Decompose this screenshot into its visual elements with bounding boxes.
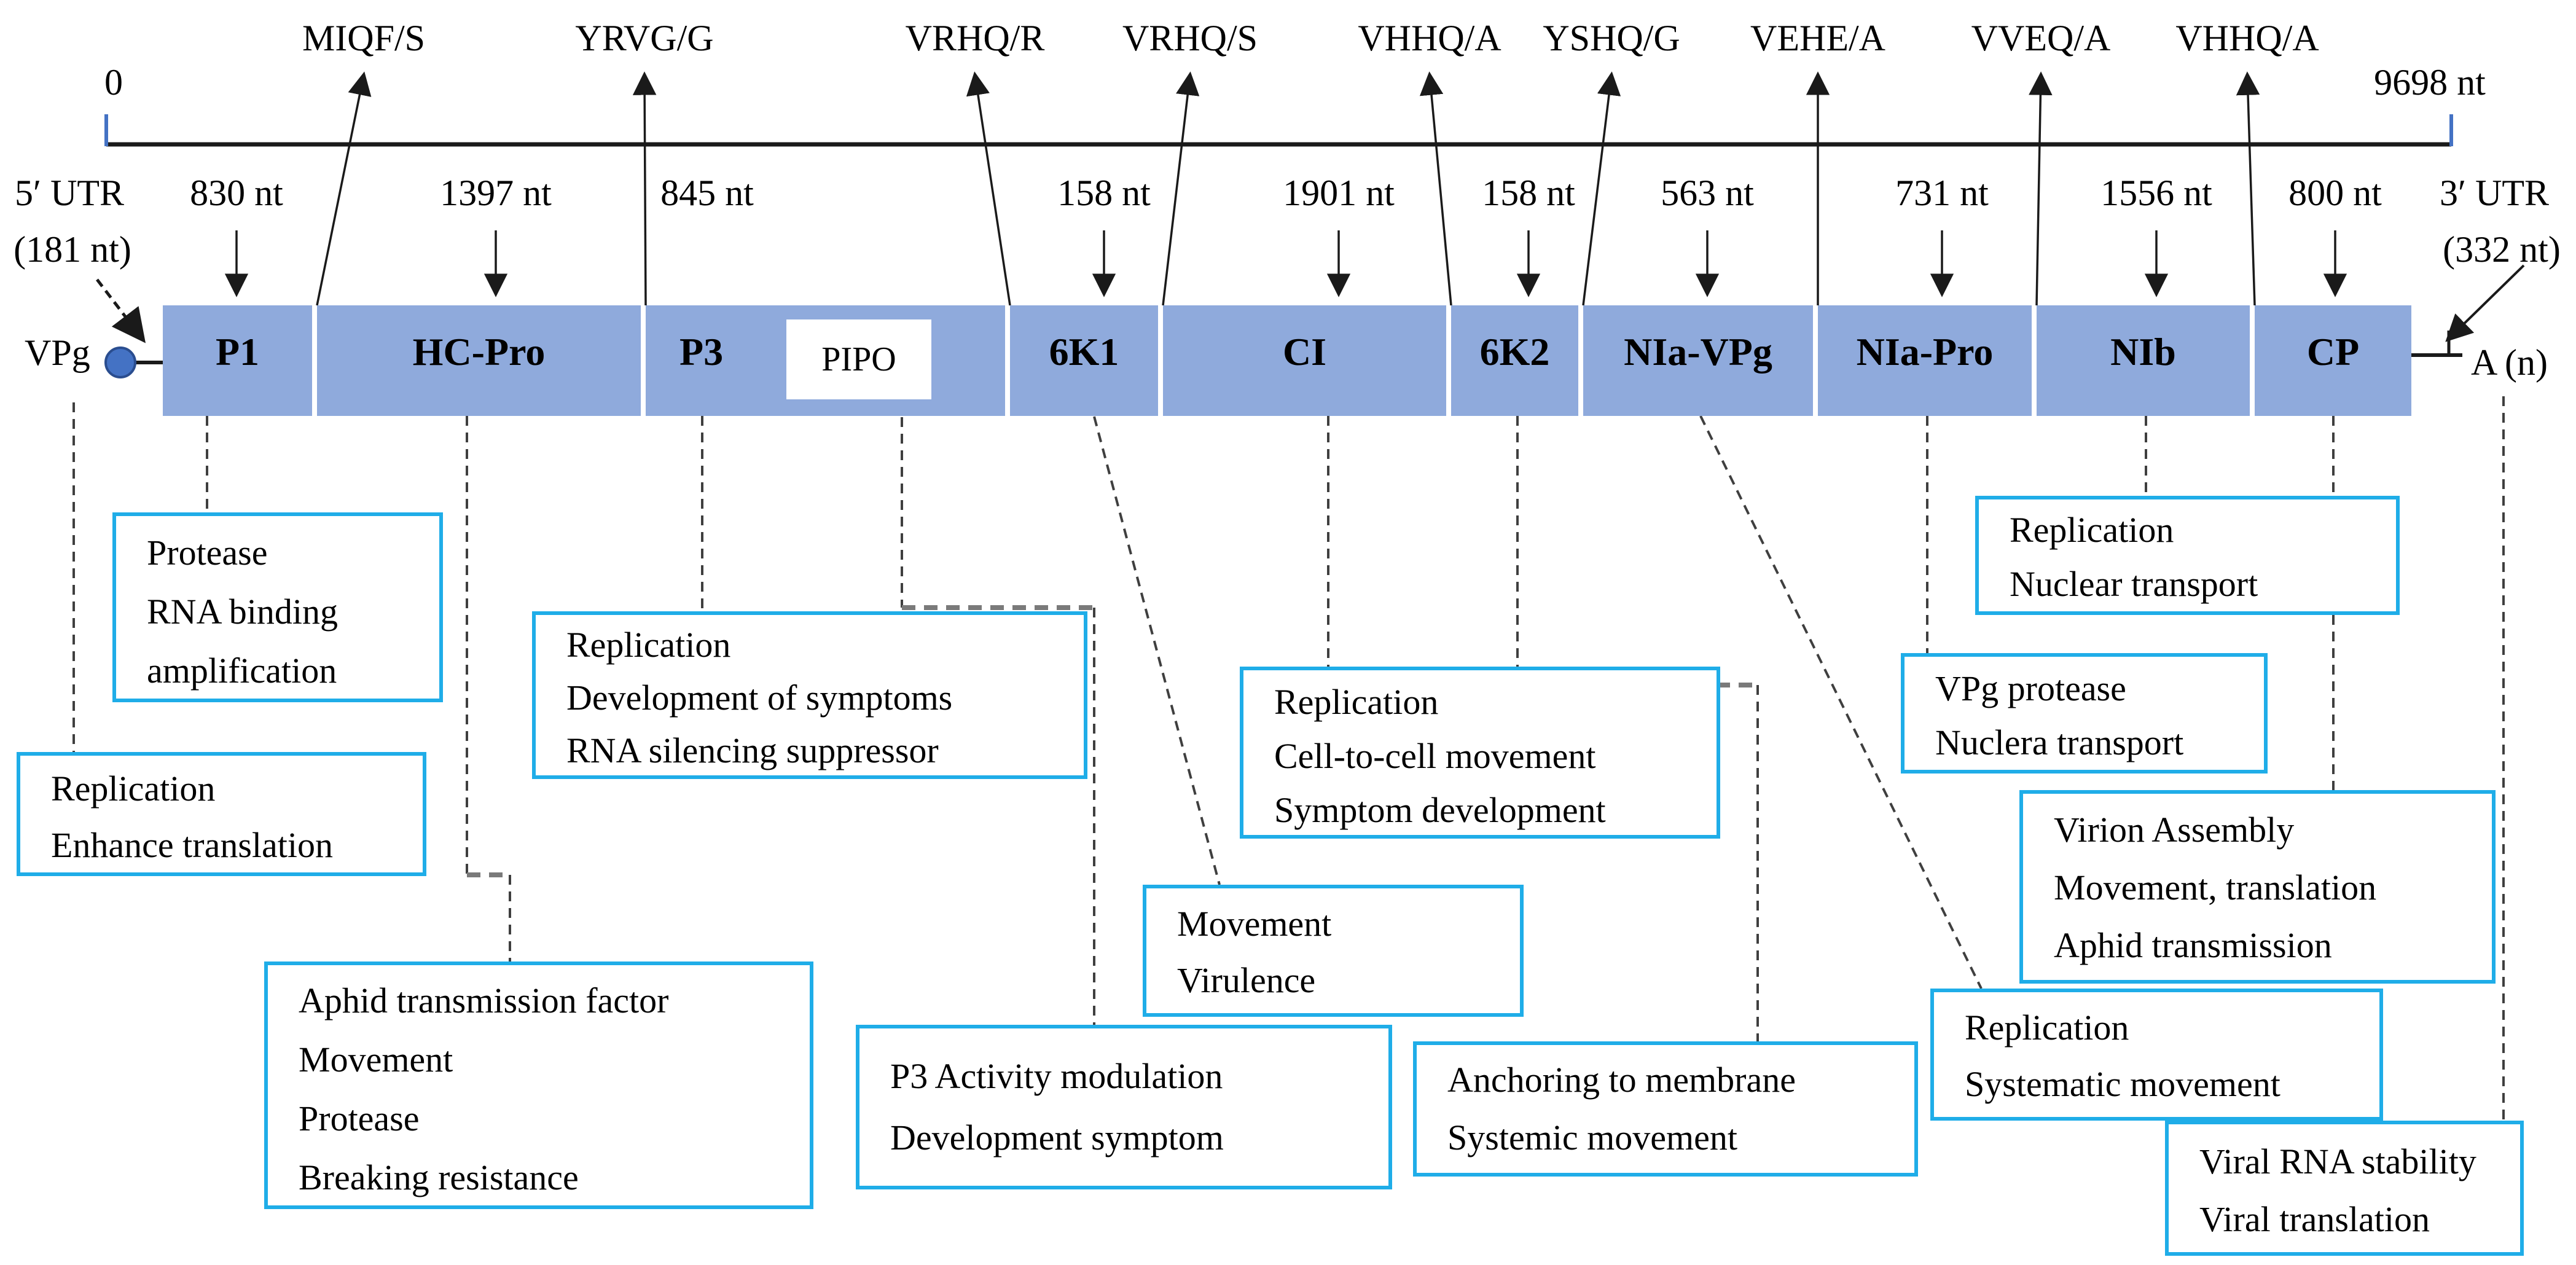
utr3-arrow — [2445, 264, 2525, 342]
segment-hcpro: HC-Pro — [317, 305, 641, 416]
segment-ci: CI — [1163, 305, 1446, 416]
segment-size-label: 158 nt — [1057, 173, 1151, 213]
function-box-6k2: Anchoring to membrane Systemic movement — [1413, 1041, 1918, 1177]
connector-niavpg — [1699, 415, 1983, 989]
segment-nia-vpg: NIa-VPg — [1583, 305, 1813, 416]
function-box-ci: Replication Cell-to-cell movement Sympto… — [1240, 667, 1720, 839]
function-box-utr5: Replication Enhance translation — [17, 752, 426, 876]
function-box-p1: Protease RNA binding amplification — [112, 512, 443, 702]
segment-nia-pro: NIa-Pro — [1818, 305, 2032, 416]
cleavage-site-label: MIQF/S — [302, 18, 426, 58]
utr3-name-label: 3′ UTR — [2439, 173, 2550, 213]
poly-a-label: A (n) — [2471, 342, 2548, 383]
function-box-utr3: Viral RNA stability Viral translation — [2165, 1121, 2524, 1256]
segment-size-label: 158 nt — [1482, 173, 1575, 213]
segment-size-label: 1556 nt — [2100, 173, 2212, 213]
function-box-pipo: P3 Activity modulation Development sympt… — [856, 1025, 1392, 1189]
pipo-box: PIPO — [786, 319, 931, 399]
function-box-nia-pro: VPg protease Nuclera transport — [1901, 653, 2268, 773]
cleavage-site-label: VHHQ/A — [2175, 18, 2319, 58]
segment-size-label: 830 nt — [190, 173, 283, 213]
cleavage-site-label: VEHE/A — [1750, 18, 1885, 58]
segment-size-arrows — [224, 230, 2347, 297]
function-box-p3: Replication Development of symptoms RNA … — [532, 611, 1087, 779]
segment-size-label: 1901 nt — [1283, 173, 1395, 213]
segment-6k2: 6K2 — [1451, 305, 1578, 416]
function-box-nib: Replication Nuclear transport — [1975, 496, 2400, 615]
vpg-label: VPg — [25, 332, 90, 373]
segment-nib: NIb — [2037, 305, 2250, 416]
utr5-arrow — [96, 278, 146, 343]
cleavage-site-label: YSHQ/G — [1543, 18, 1680, 58]
cleavage-site-label: VRHQ/R — [905, 18, 1045, 58]
cleavage-site-label: YRVG/G — [575, 18, 714, 58]
cleavage-site-label: VVEQ/A — [1971, 18, 2111, 58]
function-box-6k1: Movement Virulence — [1143, 885, 1524, 1017]
utr5-size-label: (181 nt) — [14, 229, 131, 270]
segment-size-label: 731 nt — [1895, 173, 1989, 213]
segment-size-label: 800 nt — [2288, 173, 2382, 213]
cleavage-site-arrows — [316, 71, 2260, 306]
function-box-cp: Virion Assembly Movement, translation Ap… — [2019, 790, 2496, 984]
segment-size-label: 1397 nt — [440, 173, 552, 213]
segment-size-label: 845 nt — [660, 173, 754, 213]
connector-6k1 — [1093, 416, 1221, 885]
segment-p1: P1 — [163, 305, 312, 416]
genome-scale-axis — [104, 114, 2453, 147]
function-box-nia-vpg: Replication Systematic movement — [1930, 989, 2383, 1121]
cleavage-site-label: VHHQ/A — [1358, 18, 1501, 58]
poly-a-linker — [2411, 331, 2462, 357]
vpg-dot — [104, 347, 165, 378]
function-box-hcpro: Aphid transmission factor Movement Prote… — [264, 961, 813, 1209]
segment-6k1: 6K1 — [1010, 305, 1158, 416]
utr5-name-label: 5′ UTR — [14, 173, 125, 213]
scale-start-label: 0 — [104, 62, 123, 103]
segment-cp: CP — [2255, 305, 2411, 416]
cleavage-site-label: VRHQ/S — [1122, 18, 1258, 58]
scale-end-label: 9698 nt — [2374, 62, 2486, 103]
utr3-size-label: (332 nt) — [2443, 229, 2561, 270]
segment-size-label: 563 nt — [1661, 173, 1754, 213]
